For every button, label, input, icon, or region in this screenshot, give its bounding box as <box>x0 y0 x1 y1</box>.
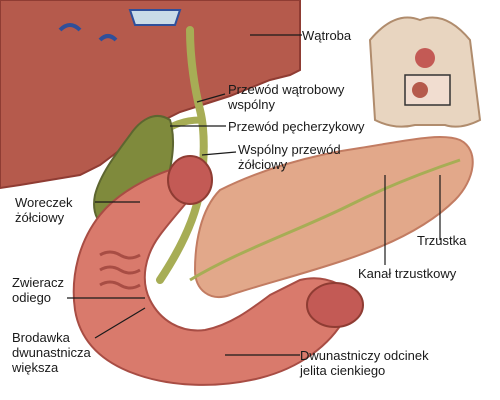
label-przewod-watrobowy: Przewód wątrobowy wspólny <box>228 82 344 112</box>
liver-vessel <box>98 34 118 42</box>
liver-vessel <box>128 9 182 26</box>
label-text: Wątroba <box>302 28 352 43</box>
leader-lines <box>67 34 441 356</box>
pancreatic-duct <box>189 158 461 282</box>
label-text: Woreczek <box>15 195 73 210</box>
label-text: Przewód wątrobowy <box>228 82 345 97</box>
label-wspolny-przewod: Wspólny przewód żółciowy <box>238 142 341 172</box>
inset-torso <box>368 16 482 128</box>
label-przewod-pecherzykowy: Przewód pęcherzykowy <box>228 119 365 134</box>
label-text: Zwieracz <box>12 275 65 290</box>
duodenum-lumen-top <box>167 155 213 205</box>
duodenum-shape <box>72 163 362 386</box>
label-zwieracz: Zwieracz odiego <box>12 275 64 305</box>
label-text: Wspólny przewód <box>238 142 341 157</box>
label-text: większa <box>12 360 59 375</box>
label-text: Brodawka <box>12 330 70 345</box>
label-text: wspólny <box>228 97 275 112</box>
duodenum-folds <box>99 280 141 290</box>
liver-shape <box>0 0 301 190</box>
label-text: Przewód pęcherzykowy <box>228 119 365 134</box>
pancreas-shape <box>193 136 474 298</box>
label-trzustka: Trzustka <box>417 233 466 248</box>
label-text: żółciowy <box>238 157 288 172</box>
label-text: dwunastnicza <box>12 345 91 360</box>
label-kanal: Kanał trzustkowy <box>358 266 456 281</box>
label-text: Trzustka <box>417 233 467 248</box>
label-brodawka: Brodawka dwunastnicza większa <box>12 330 91 375</box>
inset-organ <box>412 82 428 98</box>
label-text: odiego <box>12 290 52 305</box>
label-text: Dwunastniczy odcinek <box>300 348 429 363</box>
liver-vessel <box>58 23 82 32</box>
inset-heart <box>415 48 435 68</box>
duodenum-folds <box>99 265 141 275</box>
label-dwunastnica: Dwunastniczy odcinek jelita cienkiego <box>300 348 429 378</box>
label-text: żółciowy <box>15 210 65 225</box>
duodenum-folds <box>99 250 141 260</box>
label-watroba: Wątroba <box>302 28 351 43</box>
label-text: Kanał trzustkowy <box>358 266 457 281</box>
label-woreczek: Woreczek żółciowy <box>15 195 73 225</box>
duodenum-lumen-end <box>306 282 364 328</box>
label-text: jelita cienkiego <box>300 363 386 378</box>
common-hepatic-duct <box>156 26 208 284</box>
